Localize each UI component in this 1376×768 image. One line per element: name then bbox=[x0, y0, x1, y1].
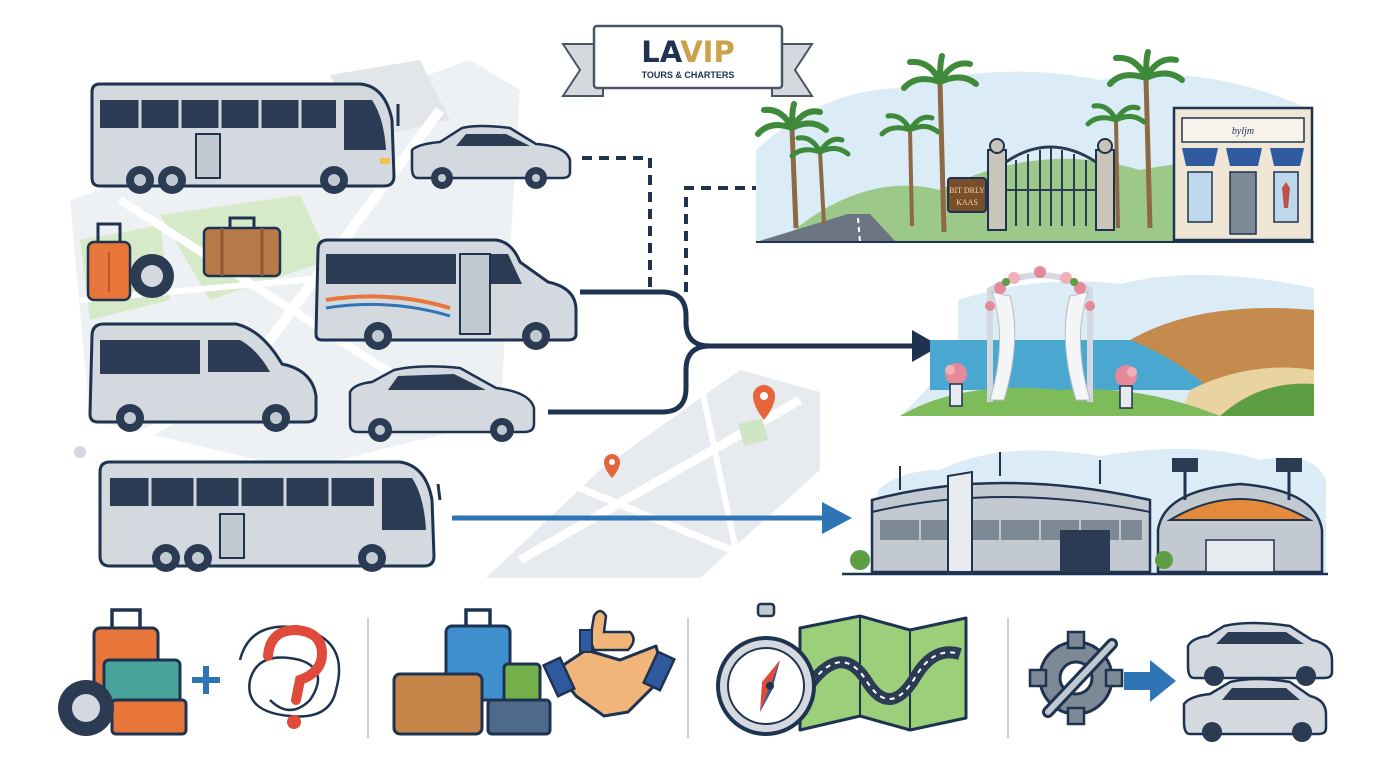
svg-text:BIT DRLY: BIT DRLY bbox=[949, 186, 985, 195]
handshake-icon bbox=[541, 609, 677, 718]
plus-icon bbox=[192, 666, 220, 694]
street-map bbox=[486, 370, 820, 578]
beach-wedding-scene bbox=[900, 266, 1314, 416]
beverly-hills-scene: BIT DRLY KAAS byljm bbox=[755, 49, 1314, 243]
dashed-route-line-2 bbox=[684, 186, 760, 292]
arrowhead-icon-2 bbox=[912, 330, 940, 362]
shuttle-bus-icon bbox=[314, 238, 578, 350]
palm-tree-icon-4 bbox=[879, 113, 941, 227]
luggage-stack-icon bbox=[392, 608, 552, 736]
coach-bus-icon bbox=[90, 82, 400, 194]
route-map-icon bbox=[798, 614, 968, 732]
brand-logo: LAVIP TOURS & CHARTERS bbox=[561, 24, 814, 97]
arena-building-icon bbox=[1156, 458, 1324, 574]
arrow-right-icon bbox=[1124, 660, 1176, 702]
palm-tree-icon-5 bbox=[1107, 49, 1185, 229]
svg-text:KAAS: KAAS bbox=[956, 198, 978, 207]
thumbs-up-icon bbox=[588, 609, 635, 652]
luggage-tire-icon bbox=[86, 216, 282, 302]
compass-icon bbox=[716, 602, 816, 736]
gear-wrench-icon bbox=[1028, 630, 1124, 726]
stadium-building-icon bbox=[870, 452, 1152, 574]
location-pin-icon bbox=[753, 385, 775, 420]
suv-car-icon bbox=[348, 365, 536, 442]
flower-stand-icon bbox=[945, 363, 1137, 409]
solid-route-line bbox=[580, 289, 916, 349]
stadium-scene bbox=[842, 448, 1328, 576]
solid-route-line-2 bbox=[548, 343, 711, 415]
luxury-storefront-icon: byljm bbox=[1172, 106, 1314, 242]
logo-wordmark: LAVIP bbox=[641, 35, 734, 69]
sedan-car-icon bbox=[410, 124, 572, 189]
blue-arrowhead-icon bbox=[822, 502, 852, 534]
palm-tree-icon-6 bbox=[1085, 103, 1147, 229]
sprinter-van-icon bbox=[88, 322, 318, 432]
wedding-arch-icon bbox=[985, 266, 1095, 402]
palm-tree-icon bbox=[755, 101, 829, 229]
location-pin-icon-2 bbox=[604, 454, 620, 478]
coach-bus-icon-2 bbox=[98, 460, 442, 572]
question-tangle-icon bbox=[238, 624, 341, 729]
gate-sign: BIT DRLY KAAS bbox=[947, 177, 987, 213]
shop-sign: byljm bbox=[1232, 126, 1254, 137]
logo-tagline: TOURS & CHARTERS bbox=[642, 70, 735, 80]
palm-tree-icon-3 bbox=[901, 53, 979, 233]
luggage-icon bbox=[58, 608, 188, 736]
palm-tree-icon-2 bbox=[789, 135, 851, 225]
iron-gate-icon bbox=[987, 138, 1115, 231]
car-fleet-icon bbox=[1182, 621, 1334, 742]
dashed-route-line bbox=[582, 156, 652, 292]
